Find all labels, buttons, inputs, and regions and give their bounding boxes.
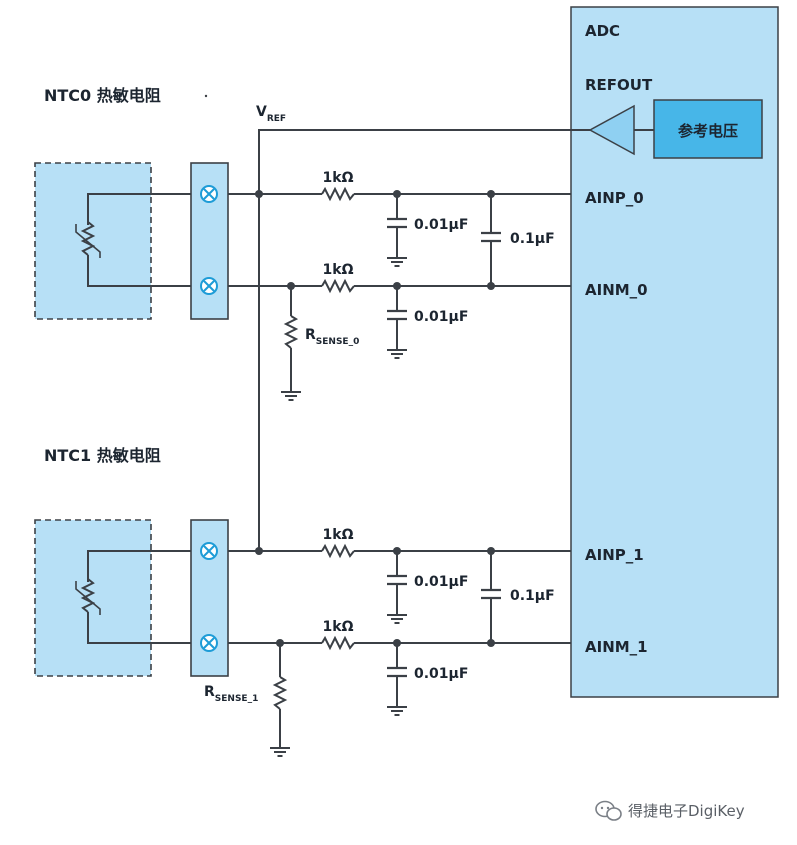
ntc0-title: NTC0 热敏电阻 xyxy=(44,86,161,105)
ntc0-m-resistor-icon xyxy=(305,280,371,292)
ntc1-thermistor-box xyxy=(34,519,152,677)
ntc0-diff-cap-icon xyxy=(479,231,503,243)
ainm0-label: AINM_0 xyxy=(585,281,648,299)
ainm1-label: AINM_1 xyxy=(585,638,648,656)
ntc0-p-cap-label: 0.01µF xyxy=(414,217,468,233)
ntc1-p-resistor-label: 1kΩ xyxy=(323,527,354,543)
rsense0-label: RSENSE_0 xyxy=(305,327,359,347)
wechat-icon xyxy=(595,800,622,821)
rsense1-resistor-icon xyxy=(274,676,286,710)
ainp0-label: AINP_0 xyxy=(585,189,644,207)
ntc0-p-cap-icon xyxy=(385,217,409,229)
ntc0-p-resistor-label: 1kΩ xyxy=(323,170,354,186)
ntc1-m-resistor-label: 1kΩ xyxy=(323,619,354,635)
reference-voltage-label: 参考电压 xyxy=(678,122,738,140)
watermark-text: 得捷电子DigiKey xyxy=(628,802,745,820)
ntc0-m-cap-icon xyxy=(385,309,409,321)
rsense1-ground-icon xyxy=(269,739,291,757)
ntc1-m-cap-icon xyxy=(385,666,409,678)
ntc1-p-cap-label: 0.01µF xyxy=(414,574,468,590)
ainp1-label: AINP_1 xyxy=(585,546,644,564)
ntc0-thermistor-box xyxy=(34,162,152,320)
rsense1-label: RSENSE_1 xyxy=(204,684,258,704)
ntc0-m-resistor-label: 1kΩ xyxy=(323,262,354,278)
ntc0-p-ground-icon xyxy=(386,249,408,267)
ntc1-p-cap-icon xyxy=(385,574,409,586)
ntc0-m-ground-icon xyxy=(386,341,408,359)
ntc1-m-ground-icon xyxy=(386,698,408,716)
adc-title: ADC xyxy=(585,22,620,40)
ntc0-terminal-top-icon xyxy=(200,185,218,203)
ntc1-diff-cap-icon xyxy=(479,588,503,600)
ntc1-title: NTC1 热敏电阻 xyxy=(44,446,161,465)
ntc1-m-cap-label: 0.01µF xyxy=(414,666,468,682)
ntc1-p-ground-icon xyxy=(386,606,408,624)
stray-dot xyxy=(204,94,208,98)
ntc0-p-resistor-icon xyxy=(305,188,371,200)
ntc0-diff-cap-label: 0.1µF xyxy=(510,231,555,247)
ntc1-diff-cap-label: 0.1µF xyxy=(510,588,555,604)
reference-voltage-box xyxy=(653,99,763,159)
ntc0-m-cap-label: 0.01µF xyxy=(414,309,468,325)
ntc1-p-resistor-icon xyxy=(305,545,371,557)
ntc1-m-resistor-icon xyxy=(305,637,371,649)
vref-bus xyxy=(258,129,590,551)
rsense0-resistor-icon xyxy=(285,315,297,349)
ntc1-terminal-top-icon xyxy=(200,542,218,560)
refout-label: REFOUT xyxy=(585,76,653,94)
ntc1-terminal-bottom-icon xyxy=(200,634,218,652)
vref-label: VREF xyxy=(256,104,286,124)
ntc0-terminal-bottom-icon xyxy=(200,277,218,295)
rsense0-ground-icon xyxy=(280,383,302,401)
